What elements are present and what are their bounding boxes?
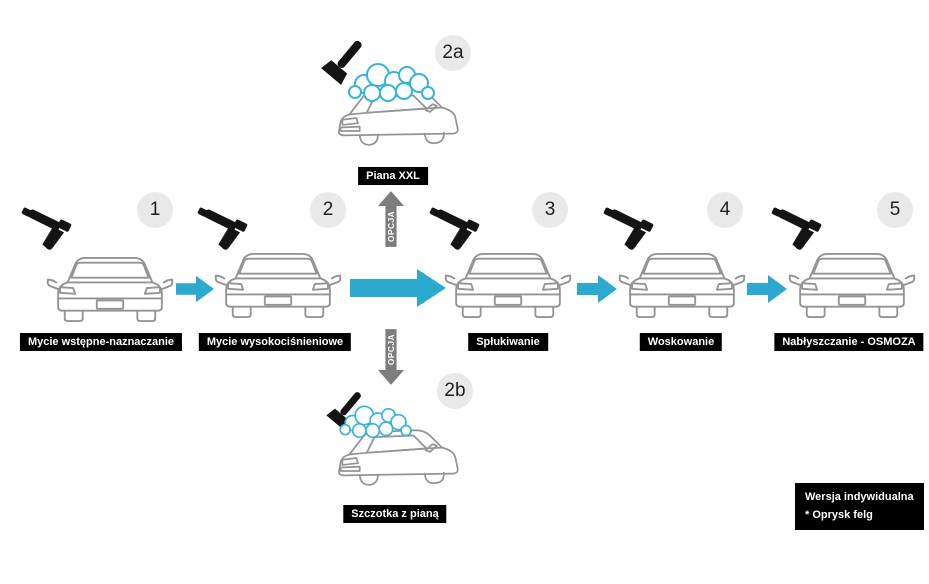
car-rear-icon <box>212 246 344 326</box>
label-step-3: Spłukiwanie <box>468 333 548 351</box>
note-box: Wersja indywidualna * Oprysk felg <box>795 483 924 531</box>
spray-gun-icon <box>598 204 656 250</box>
badge-step-5: 5 <box>877 192 913 228</box>
spray-gun-icon <box>16 204 74 250</box>
label-step-4: Woskowanie <box>639 333 723 351</box>
opcja-arrow-down-label: OPCJA <box>386 334 396 365</box>
badge-step-2b: 2b <box>437 373 473 409</box>
badge-step-1: 1 <box>137 192 173 228</box>
flow-arrow-2-3 <box>350 268 446 308</box>
opcja-arrow-up: OPCJA <box>378 191 404 247</box>
label-step-5: Nabłyszczanie - OSMOZA <box>774 333 924 351</box>
spray-gun-icon <box>192 204 250 250</box>
flow-arrow-3-4 <box>577 273 617 305</box>
label-step-2: Mycie wysokociśnieniowe <box>198 333 352 351</box>
car-rear-icon <box>44 250 176 330</box>
foam-bubbles-icon <box>336 404 416 442</box>
label-step-1: Mycie wstępne-naznaczanie <box>19 333 183 351</box>
badge-step-3: 3 <box>532 192 568 228</box>
label-step-2a: Piana XXL <box>358 167 428 185</box>
badge-step-4: 4 <box>707 192 743 228</box>
badge-step-2a: 2a <box>435 35 471 71</box>
flow-arrow-4-5 <box>747 273 787 305</box>
foam-bubbles-icon <box>344 62 440 106</box>
car-rear-icon <box>616 246 748 326</box>
car-rear-icon <box>786 246 918 326</box>
badge-step-2: 2 <box>310 192 346 228</box>
car-rear-icon <box>442 246 574 326</box>
label-step-2b: Szczotka z pianą <box>343 505 447 523</box>
opcja-arrow-down: OPCJA <box>378 329 404 385</box>
spray-gun-icon <box>766 204 824 250</box>
note-line-2: * Oprysk felg <box>805 508 873 521</box>
opcja-arrow-up-label: OPCJA <box>386 211 396 242</box>
flow-arrow-1-2 <box>176 273 214 305</box>
note-line-1: Wersja indywidualna <box>805 491 914 503</box>
spray-gun-icon <box>424 204 482 250</box>
